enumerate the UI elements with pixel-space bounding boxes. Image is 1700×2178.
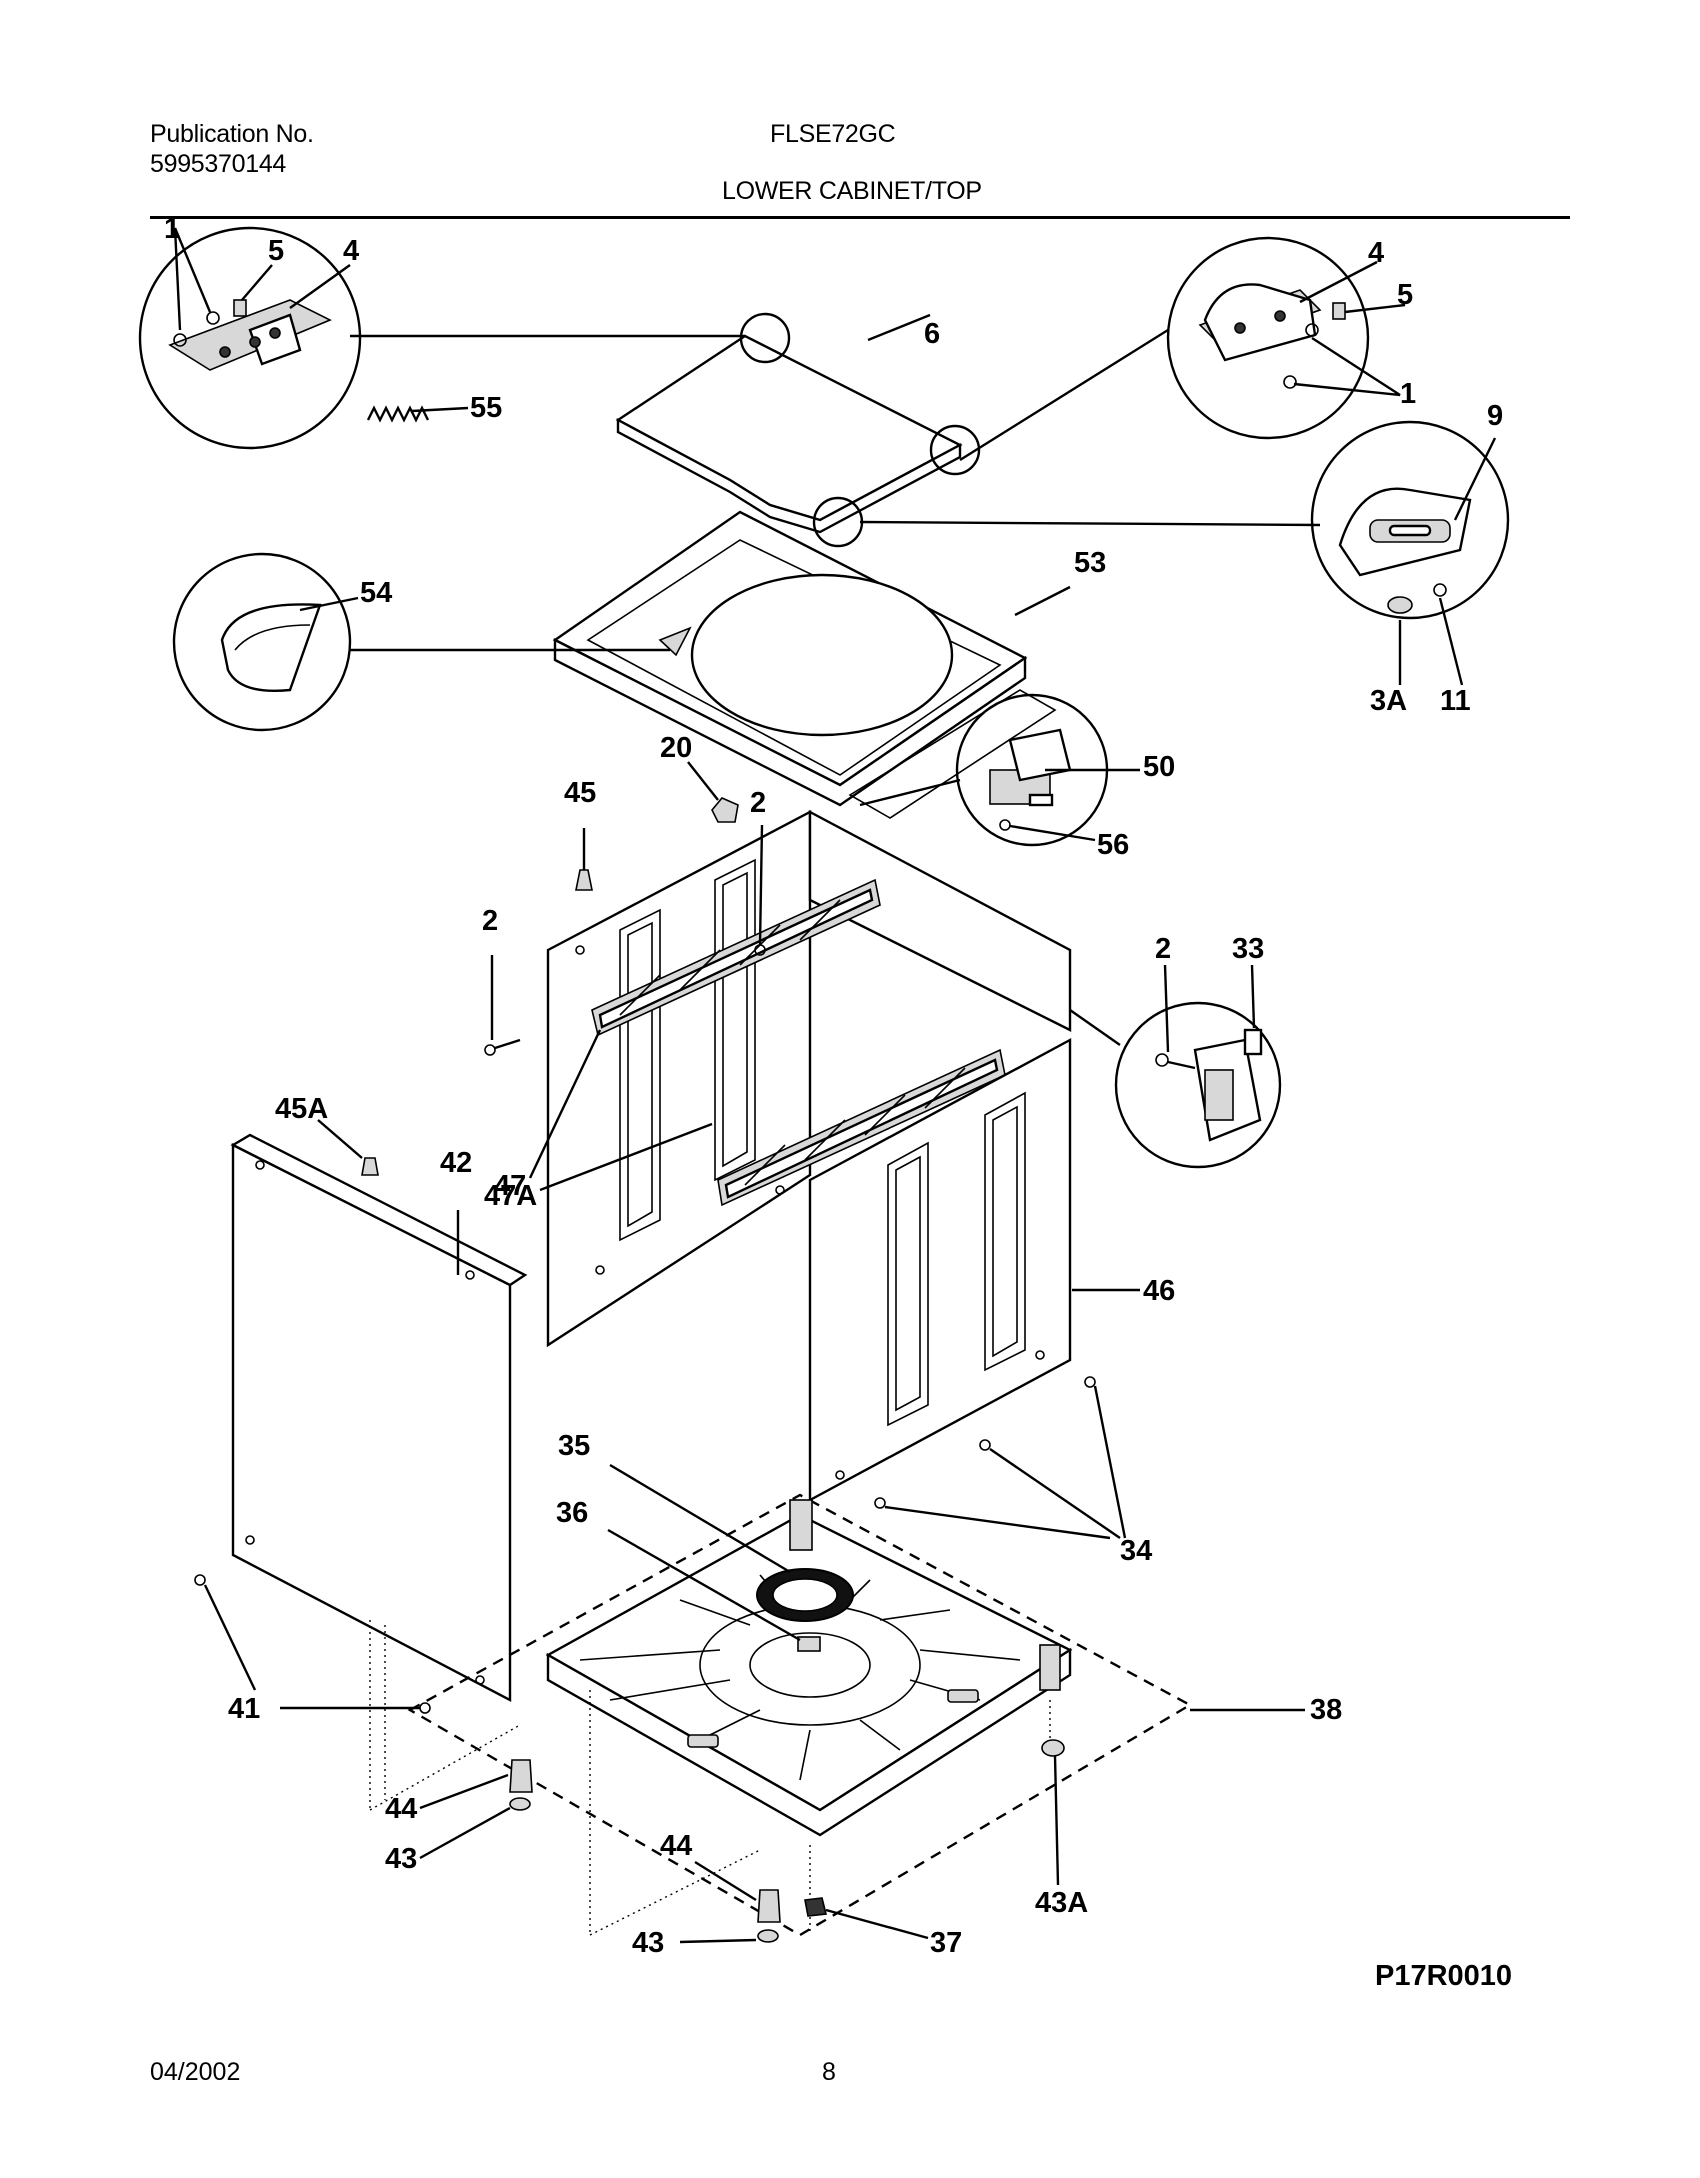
callout-2: 2	[750, 787, 766, 819]
callout-1: 1	[1400, 378, 1416, 410]
section-title: LOWER CABINET/TOP	[722, 177, 982, 205]
callout-53: 53	[1074, 547, 1106, 579]
base-vent	[687, 1734, 719, 1748]
callout-41: 41	[228, 1693, 260, 1725]
leveling-leg-44b	[757, 1889, 781, 1923]
callout-2: 2	[1155, 933, 1171, 965]
rear-screws	[484, 824, 766, 1056]
callout-42: 42	[440, 1147, 472, 1179]
leg-37	[804, 1897, 827, 1917]
cabinet-top-part	[350, 510, 1071, 819]
callout-45a: 45A	[275, 1093, 328, 1125]
callout-3a: 3A	[1370, 685, 1407, 717]
callout-45: 45	[564, 777, 596, 809]
lid-bracket-detail	[1310, 420, 1510, 686]
callout-4: 4	[343, 235, 359, 267]
callout-2: 2	[482, 905, 498, 937]
callout-44: 44	[660, 1830, 692, 1862]
footer-page-number: 8	[822, 2058, 836, 2086]
cabinet-base	[407, 1493, 1305, 1937]
callout-4: 4	[1368, 237, 1384, 269]
lid-part	[615, 312, 1321, 548]
callout-43: 43	[632, 1927, 664, 1959]
valve-detail	[1069, 964, 1282, 1169]
screw-icon	[1283, 375, 1297, 389]
callout-6: 6	[924, 318, 940, 350]
hinge-detail-left	[138, 226, 745, 450]
callout-34: 34	[1120, 1535, 1152, 1567]
footer-date: 04/2002	[150, 2058, 241, 2086]
clip-part	[687, 761, 739, 823]
callout-46: 46	[1143, 1275, 1175, 1307]
callout-44: 44	[385, 1793, 417, 1825]
grommet-icon	[1387, 596, 1413, 614]
screw-icon	[173, 333, 187, 347]
callout-38: 38	[1310, 1694, 1342, 1726]
screw-icon	[206, 311, 220, 325]
callout-50: 50	[1143, 751, 1175, 783]
cabinet-brackets	[528, 878, 1006, 1207]
callout-54: 54	[360, 577, 392, 609]
side-screws	[874, 1376, 1127, 1540]
clip-36	[797, 1636, 821, 1652]
hinge-bracket-left	[168, 299, 332, 371]
cabinet-front-panel	[230, 1119, 528, 1702]
callout-56: 56	[1097, 829, 1129, 861]
callout-35: 35	[558, 1430, 590, 1462]
callout-55: 55	[470, 392, 502, 424]
model-number: FLSE72GC	[770, 120, 896, 148]
callout-43a: 43A	[1035, 1887, 1088, 1919]
hinge-detail-right	[1166, 236, 1406, 440]
leveling-leg-44	[509, 1759, 533, 1793]
header-rule	[150, 216, 1570, 219]
callout-9: 9	[1487, 400, 1503, 432]
callout-33: 33	[1232, 933, 1264, 965]
callout-43: 43	[385, 1843, 417, 1875]
publication-number: 5995370144	[150, 150, 287, 178]
drive-seal-parts	[607, 1463, 854, 1652]
cabinet-side-panel-right	[808, 1037, 1140, 1503]
base-vent	[947, 1689, 979, 1703]
callout-5: 5	[1397, 279, 1413, 311]
callout-20: 20	[660, 732, 692, 764]
foot-pad-43a	[1041, 1739, 1065, 1757]
leveling-legs	[419, 1739, 1065, 1944]
lid-switch-detail	[859, 693, 1140, 847]
publication-label: Publication No.	[150, 120, 314, 148]
callout-labels: 1 5 4 55 4 5 1 6 9 53 3A 11 54 20 2 45 5…	[164, 213, 1512, 1992]
dispenser-opening	[658, 626, 692, 657]
callout-36: 36	[556, 1497, 588, 1529]
base-corner-post	[789, 1499, 813, 1551]
spring-part	[366, 405, 469, 423]
callout-1: 1	[164, 213, 180, 245]
callout-37: 37	[930, 1927, 962, 1959]
hinge-cap	[233, 299, 247, 317]
front-screws	[194, 1574, 431, 1714]
screw-icon	[1305, 323, 1319, 337]
callout-47a: 47A	[484, 1180, 537, 1212]
callout-5: 5	[268, 235, 284, 267]
callout-47: 47	[494, 1170, 526, 1202]
dispenser-cup-detail	[172, 552, 359, 732]
leveling-leg-leaders	[369, 1620, 1051, 1936]
callout-11: 11	[1440, 685, 1471, 717]
drawing-code: P17R0010	[1375, 1960, 1512, 1992]
